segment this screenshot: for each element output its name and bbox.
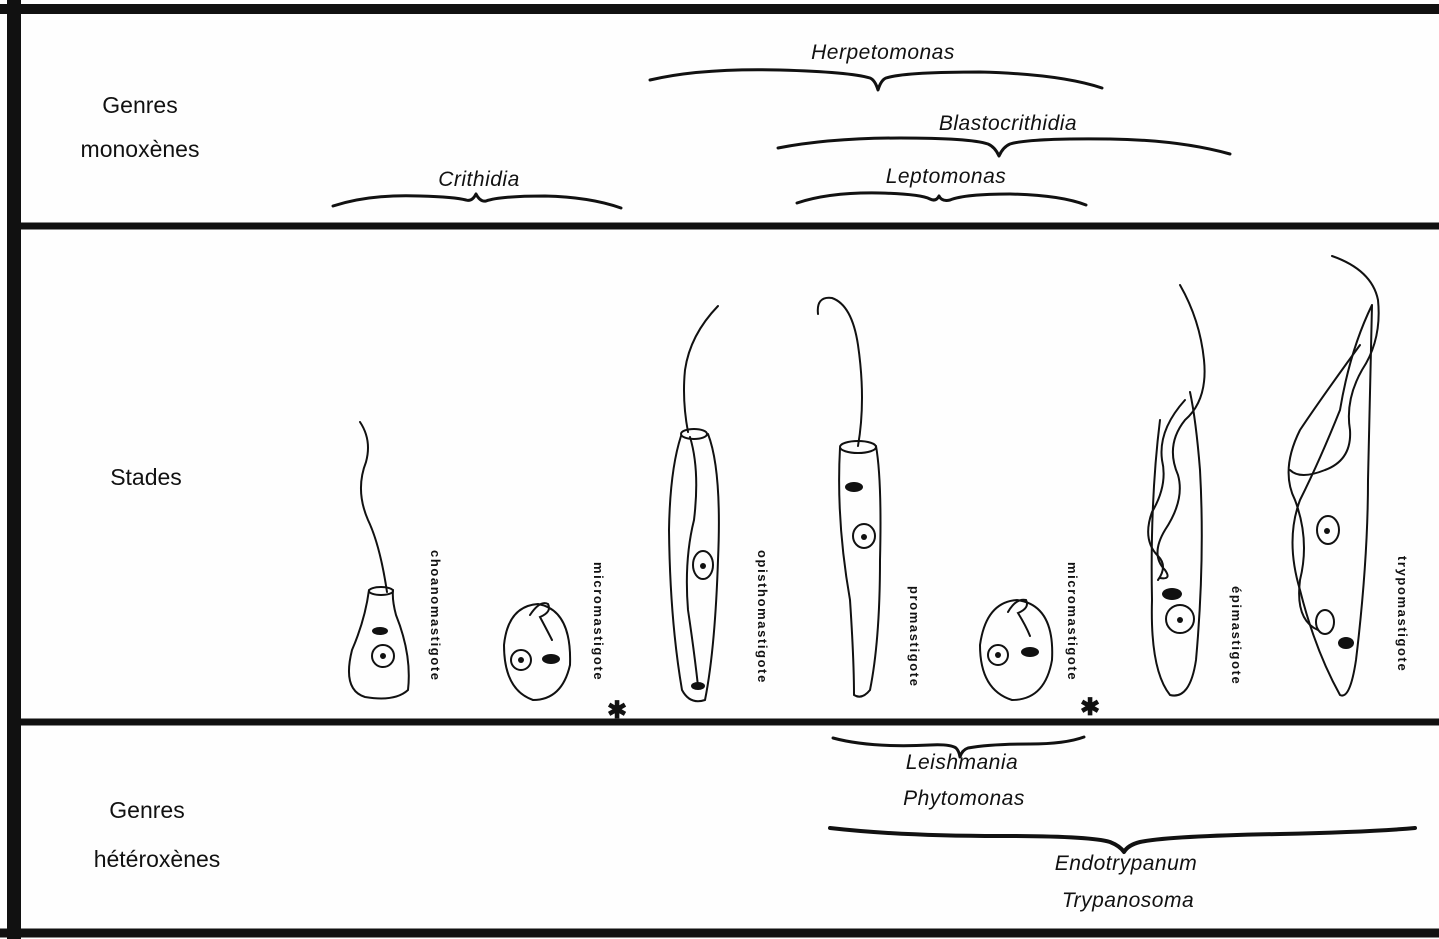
asterisk-marker-1: ✱ (607, 697, 627, 724)
genus-trypanosoma: Trypanosoma (1062, 889, 1194, 912)
genus-leishmania: Leishmania (906, 751, 1018, 774)
stage-label-promastigote: promastigote (907, 586, 922, 688)
bottom-row-label-line2: hétéroxènes (94, 846, 221, 872)
stage-label-epimastigote: épimastigote (1229, 586, 1244, 685)
stage-label-choanomastigote: choanomastigote (428, 550, 443, 682)
stage-label-micromastigote-1: micromastigote (591, 562, 606, 681)
genus-herpetomonas: Herpetomonas (811, 41, 955, 64)
asterisk-marker-2: ✱ (1080, 694, 1100, 721)
middle-row-label: Stades (110, 464, 182, 490)
bottom-row-label-line1: Genres (109, 797, 184, 823)
stage-label-opisthomastigote: opisthomastigote (755, 550, 770, 684)
top-row-label-line1: Genres (102, 92, 177, 118)
top-row-label-line2: monoxènes (81, 136, 200, 162)
genus-leptomonas: Leptomonas (886, 165, 1007, 188)
stage-label-micromastigote-2: micromastigote (1065, 562, 1080, 681)
genus-crithidia: Crithidia (438, 168, 520, 191)
genus-phytomonas: Phytomonas (903, 787, 1025, 810)
genus-blastocrithidia: Blastocrithidia (939, 112, 1077, 135)
genus-endotrypanum: Endotrypanum (1055, 852, 1198, 875)
stage-label-trypomastigote: trypomastigote (1395, 556, 1410, 672)
